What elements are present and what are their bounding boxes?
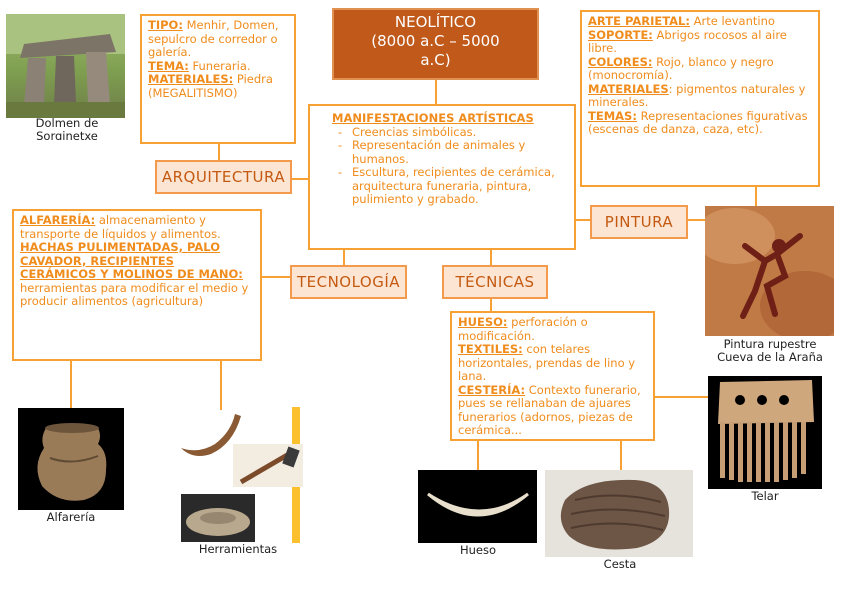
textiles-heading: TEXTILES:	[458, 342, 523, 356]
manifestaciones-list: Creencias simbólicas. Representación de …	[332, 125, 556, 207]
soporte-heading: SOPORTE:	[588, 27, 653, 42]
title-line-2: (8000 a.C – 5000	[371, 32, 500, 50]
temas-heading: TEMAS:	[588, 108, 637, 123]
connector	[490, 249, 492, 266]
title-box: NEOLÍTICO (8000 a.C – 5000 a.C)	[332, 8, 539, 80]
manifestaciones-item: Creencias simbólicas.	[332, 125, 556, 140]
title-line-1: NEOLÍTICO	[394, 13, 477, 31]
materiales-text: Piedra (MEGALITISMO)	[148, 72, 273, 100]
arte-text: Arte levantino	[689, 14, 775, 28]
alfareria-heading: ALFARERÍA:	[20, 213, 96, 227]
bone-image	[418, 470, 537, 543]
connector	[490, 298, 492, 312]
cave-caption-line-1: Pintura rupestre	[723, 337, 817, 351]
connector	[343, 249, 345, 266]
cesta-caption: Cesta	[603, 557, 637, 571]
soporte-text: Abrigos rocosos al aire libre.	[588, 27, 787, 55]
hueso-caption: Hueso	[459, 543, 497, 557]
tipo-text: Menhir, Domen, sepulcro de corredor o ga…	[148, 18, 279, 59]
cesteria-text: Contexto funerario, pues se rellanaban d…	[458, 382, 641, 437]
materiales-heading: MATERIALES	[588, 81, 669, 96]
materiales-heading: MATERIALES:	[148, 72, 234, 86]
colores-text: Rojo, blanco y negro (monocromía).	[588, 54, 774, 82]
cave-painting-caption: Pintura rupestre Cueva de la Araña	[700, 338, 840, 364]
tecnologia-label: TECNOLOGÍA	[290, 265, 407, 299]
cave-caption-line-2: Cueva de la Araña	[717, 350, 823, 364]
manifestaciones-heading: MANIFESTACIONES ARTÍSTICAS	[332, 111, 534, 125]
arquitectura-label: ARQUITECTURA	[155, 160, 292, 194]
hueso-heading: HUESO:	[458, 315, 508, 329]
materiales-text: : pigmentos naturales y minerales.	[588, 81, 806, 109]
hachas-text: herramientas para modificar el medio y p…	[20, 280, 249, 308]
pintura-label: PINTURA	[590, 205, 688, 239]
manifestaciones-item: Escultura, recipientes de cerámica, arqu…	[332, 165, 556, 207]
connector	[290, 178, 308, 180]
tipo-heading: TIPO:	[148, 18, 183, 32]
temas-text: Representaciones figurativas (escenas de…	[588, 108, 808, 136]
telar-caption: Telar	[751, 489, 779, 503]
title-line-3: a.C)	[420, 51, 451, 69]
herramientas-caption: Herramientas	[198, 542, 278, 556]
connector	[620, 440, 622, 470]
manifestaciones-box: MANIFESTACIONES ARTÍSTICAS Creencias sim…	[308, 104, 576, 250]
basket-image	[545, 470, 693, 557]
connector	[755, 186, 757, 208]
connector	[70, 360, 72, 408]
quern-image	[181, 494, 255, 542]
pottery-image	[18, 408, 124, 510]
manifestaciones-item: Representación de animales y humanos.	[332, 138, 556, 166]
tecnicas-box: HUESO: perforación o modificación. TEXTI…	[450, 311, 655, 441]
connector	[687, 219, 707, 221]
connector	[435, 80, 437, 104]
connector	[575, 219, 591, 221]
connector	[262, 276, 292, 278]
axe-image	[233, 444, 303, 487]
hueso-text: perforación o modificación.	[458, 315, 588, 343]
dolmen-image	[6, 14, 125, 118]
tecnicas-label: TÉCNICAS	[442, 265, 548, 299]
connector	[218, 143, 220, 161]
textiles-text: con telares horizontales, prendas de lin…	[458, 342, 636, 383]
tema-heading: TEMA:	[148, 58, 189, 73]
arte-heading: ARTE PARIETAL:	[588, 14, 690, 28]
pintura-box: ARTE PARIETAL: Arte levantino SOPORTE: A…	[580, 10, 820, 187]
connector	[477, 440, 479, 470]
cesteria-heading: CESTERÍA:	[458, 382, 526, 397]
cave-painting-image	[705, 206, 834, 336]
colores-heading: COLORES:	[588, 54, 653, 69]
connector	[220, 360, 222, 410]
tecnologia-box: ALFARERÍA: almacenamiento y transporte d…	[12, 209, 262, 361]
hachas-heading: HACHAS PULIMENTADAS, PALO CAVADOR, RECIP…	[20, 240, 243, 281]
alfareria-caption: Alfarería	[46, 510, 96, 524]
arquitectura-box: TIPO: Menhir, Domen, sepulcro de corredo…	[140, 14, 296, 144]
alfareria-text: almacenamiento y transporte de líquidos …	[20, 213, 221, 241]
connector	[655, 396, 710, 398]
dolmen-caption: Dolmen de Sorginetxe	[35, 117, 99, 140]
tema-text: Funeraria.	[188, 58, 251, 73]
loom-comb-image	[708, 376, 822, 489]
